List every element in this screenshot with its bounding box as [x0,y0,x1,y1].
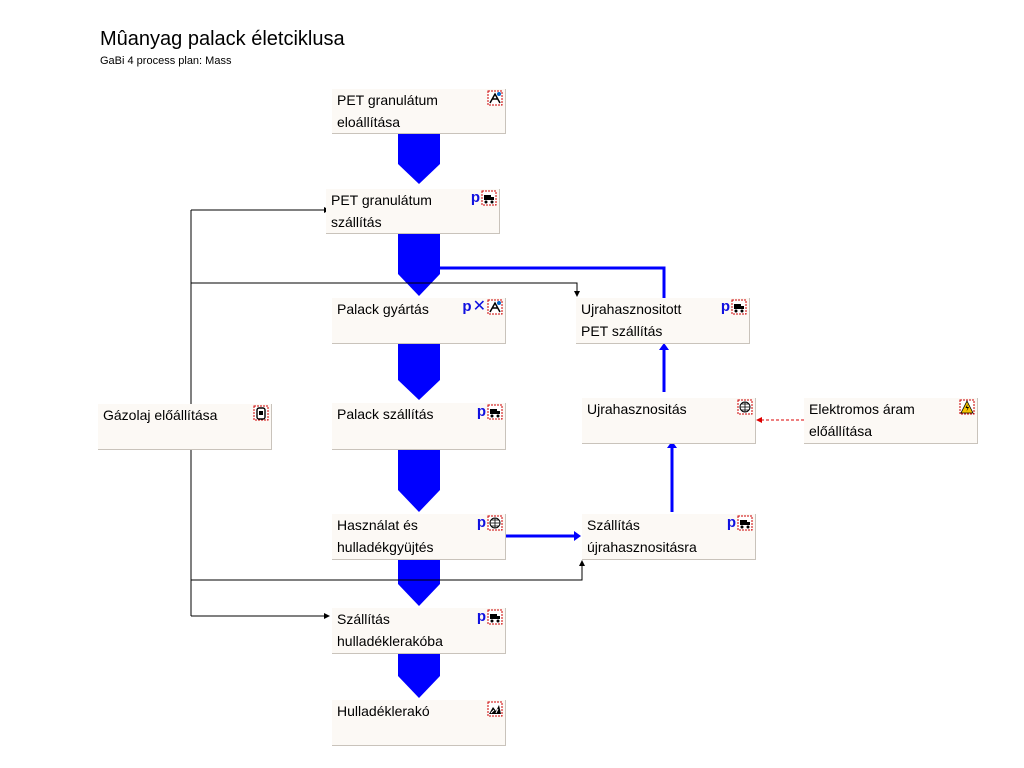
process-label: Palack gyártás [337,301,429,317]
flow-use-to-landfill-transport [398,560,440,606]
flow-transport-to-bottle-production [398,234,440,296]
process-icons: p [477,515,503,531]
arrowhead-recycling-transport [574,531,581,541]
process-diesel-production[interactable]: Gázolaj előállítása [98,404,272,450]
process-landfill[interactable]: Hulladéklerakó [332,700,506,746]
process-icons [487,701,503,717]
p-marker-icon: p [476,403,486,420]
fuel-icon [253,405,269,421]
process-label: Gázolaj előállítása [103,407,218,423]
process-icons: p [471,190,497,206]
flow-granulate-to-transport [398,134,440,184]
process-icons [253,405,269,421]
p-marker-icon: p [470,189,480,206]
process-bottle-transport[interactable]: Palack szállítás p [332,403,506,450]
process-recycling[interactable]: Ujrahasznositás [582,398,756,444]
p-marker-icon: p [726,514,736,531]
arrowhead-recycling [667,441,677,448]
globe-icon [487,515,503,531]
power-icon [959,399,975,415]
process-label: Ujrahasznositás [587,401,687,417]
production-icon [487,299,503,315]
process-label: Hulladéklerakó [337,703,430,719]
process-icons: p [477,404,503,420]
p-marker-icon: p [476,514,486,531]
p-marker-icon: p [462,298,472,315]
flow-recycled-pet-to-production [440,266,666,298]
flow-production-to-bottle-transport [398,344,440,400]
transport-icon [487,404,503,420]
p-marker-icon: p [476,608,486,625]
flow-diesel-to-recycling-transport [191,566,583,581]
transport-icon [487,609,503,625]
arrowhead-diesel-2 [574,291,580,297]
diagram-subtitle: GaBi 4 process plan: Mass [100,55,232,67]
process-icons: p [721,299,747,315]
production-icon [487,90,503,106]
landfill-icon [487,701,503,717]
flow-transport-to-landfill [398,654,440,698]
x-marker-icon: ✕ [472,298,486,315]
transport-icon [481,190,497,206]
process-bottle-production[interactable]: Palack gyártás p ✕ [332,298,506,344]
arrowhead-recycled-transport [659,343,669,350]
arrowhead-diesel-4 [324,613,330,619]
p-marker-icon: p [720,298,730,315]
flow-diesel-to-recycled-transport [191,282,578,291]
globe-icon [737,399,753,415]
process-icons: p ✕ [462,299,503,315]
arrowhead-diesel-3 [579,560,585,566]
process-icons [959,399,975,415]
process-icons [487,90,503,106]
process-icons: p [727,515,753,531]
process-icons [737,399,753,415]
transport-icon [737,515,753,531]
diagram-title: Mûanyag palack életciklusa [100,28,345,50]
process-label: Palack szállítás [337,406,434,422]
transport-icon [731,299,747,315]
process-icons: p [477,609,503,625]
arrowhead-electricity [756,417,762,423]
flow-bottle-transport-to-use [398,450,440,512]
